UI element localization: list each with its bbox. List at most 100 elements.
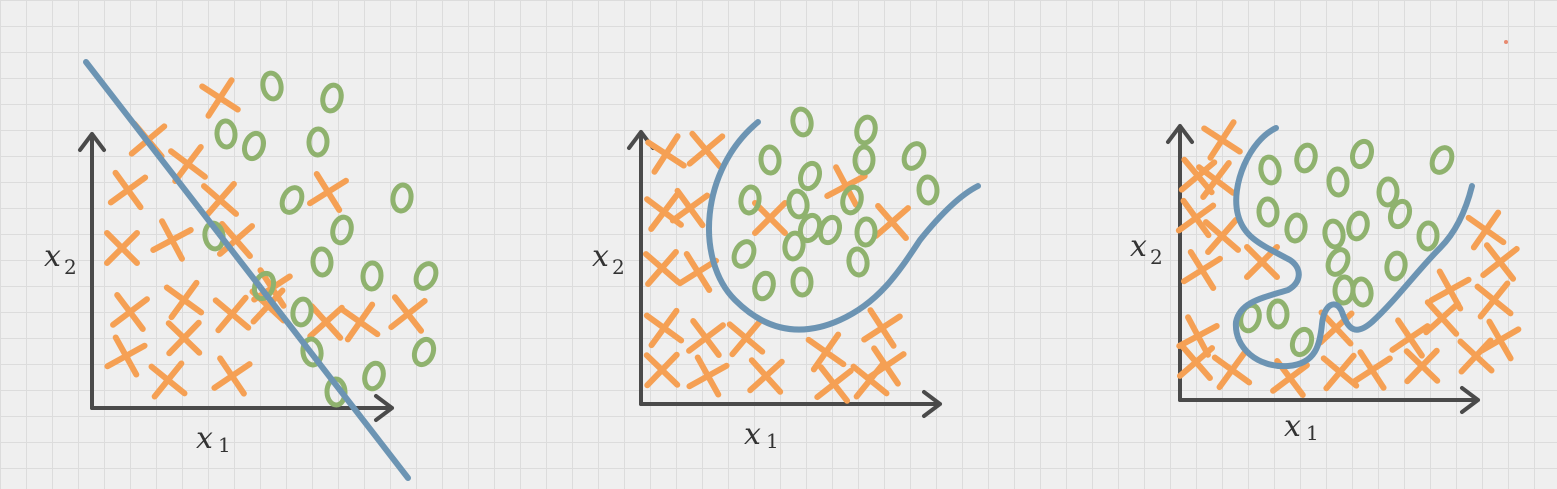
circle-marker — [214, 118, 238, 150]
x-axis-arrow — [639, 390, 942, 418]
circle-marker — [1387, 198, 1413, 230]
circle-marker — [413, 261, 439, 291]
cross-marker — [110, 292, 150, 332]
circle-marker — [1322, 218, 1346, 250]
cross-marker — [163, 279, 205, 321]
y-axis-arrow — [1166, 124, 1194, 402]
circle-marker — [1294, 142, 1318, 174]
cross-marker — [200, 180, 240, 220]
circle-marker — [390, 182, 414, 214]
cross-marker — [1178, 156, 1218, 196]
x-axis-label: x — [1284, 409, 1301, 444]
y-axis-label: x — [592, 239, 609, 274]
y-axis-label: x — [1130, 229, 1147, 264]
class-a-crosses — [642, 130, 912, 404]
cross-marker — [1428, 268, 1472, 312]
x-axis-label: x — [196, 421, 213, 456]
cross-marker — [339, 301, 381, 343]
cross-marker — [686, 130, 726, 170]
cross-marker — [168, 144, 208, 184]
circle-marker — [1346, 210, 1370, 242]
class-a-crosses — [104, 77, 428, 400]
x-axis-arrow — [1178, 386, 1480, 414]
cross-marker — [104, 230, 140, 266]
cross-marker — [216, 220, 256, 260]
stray-mark — [1504, 40, 1508, 44]
cross-marker — [1423, 299, 1461, 337]
cross-marker — [686, 354, 730, 398]
circle-marker — [1325, 247, 1351, 277]
cross-marker — [107, 169, 149, 211]
circle-marker — [758, 144, 782, 176]
panel-complex: x 1 x 2 — [1130, 119, 1522, 445]
circle-marker — [1429, 145, 1455, 175]
cross-marker — [814, 364, 854, 404]
circle-marker — [290, 296, 314, 328]
cross-marker — [865, 345, 907, 387]
y-axis-arrow — [78, 132, 106, 410]
decision-boundary — [83, 59, 411, 481]
cross-marker — [872, 202, 912, 242]
circle-marker — [279, 185, 305, 215]
circle-marker — [306, 126, 330, 158]
cross-marker — [686, 318, 726, 358]
circle-marker — [1416, 220, 1440, 252]
cross-marker — [861, 307, 903, 349]
circle-marker — [1326, 166, 1350, 198]
cross-marker — [307, 171, 349, 213]
cross-marker — [1474, 280, 1514, 320]
y-axis-subscript: 2 — [612, 255, 625, 279]
y-axis-label: x — [44, 239, 61, 274]
cross-marker — [752, 200, 788, 236]
circle-marker — [797, 160, 823, 192]
cross-marker — [1201, 119, 1243, 161]
circle-marker — [782, 230, 806, 262]
cross-marker — [643, 307, 685, 349]
circle-marker — [854, 114, 878, 146]
decision-boundary — [706, 119, 981, 333]
circle-marker — [797, 212, 823, 244]
circle-marker — [360, 260, 384, 292]
circle-marker — [731, 239, 757, 269]
cross-marker — [645, 133, 687, 175]
circle-marker — [310, 246, 334, 278]
x-axis-subscript: 1 — [766, 429, 779, 453]
class-b-circles — [1238, 138, 1455, 358]
cross-marker — [388, 294, 428, 334]
cross-marker — [212, 294, 252, 334]
circle-marker — [1384, 250, 1408, 282]
circle-marker — [790, 266, 814, 298]
cross-marker — [199, 77, 241, 119]
panel-quadratic: x 1 x 2 — [592, 106, 981, 453]
x-axis-label: x — [744, 417, 761, 452]
cross-marker — [165, 319, 203, 357]
circle-marker — [1258, 154, 1282, 186]
cross-marker — [1389, 317, 1431, 359]
circle-marker — [1289, 326, 1315, 358]
cross-marker — [747, 357, 785, 395]
cross-marker — [1403, 347, 1441, 385]
cross-marker — [1176, 314, 1220, 358]
cross-marker — [1478, 318, 1522, 362]
circle-marker — [1349, 138, 1375, 170]
cross-marker — [211, 355, 253, 397]
circle-marker — [786, 188, 810, 220]
cross-marker — [677, 251, 719, 293]
cross-marker — [1196, 160, 1236, 200]
cross-marker — [669, 187, 711, 229]
cross-marker — [1211, 349, 1253, 391]
class-a-crosses — [1175, 119, 1522, 398]
circle-marker — [330, 214, 354, 246]
panel-linear: x 1 x 2 — [44, 59, 439, 481]
cross-marker — [642, 248, 682, 288]
y-axis-subscript: 2 — [1150, 245, 1163, 269]
cross-marker — [1351, 349, 1393, 391]
cross-marker — [1181, 249, 1223, 291]
circle-marker — [738, 184, 762, 216]
y-axis-arrow — [627, 130, 655, 406]
x-axis-subscript: 1 — [218, 433, 231, 457]
circle-marker — [411, 336, 437, 368]
circle-marker — [854, 216, 878, 248]
cross-marker — [1176, 342, 1216, 382]
